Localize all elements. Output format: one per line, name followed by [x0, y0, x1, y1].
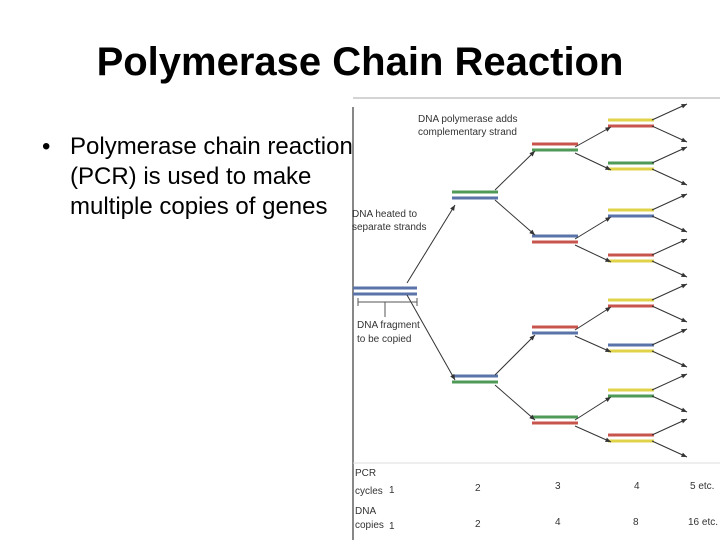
arrow-head-icon	[681, 104, 687, 109]
cycle-arrow	[651, 418, 688, 436]
cycle-number: 1	[389, 485, 395, 496]
cycle-number: 3	[555, 481, 561, 492]
cycle-arrow	[651, 215, 688, 233]
copy-count: 8	[633, 517, 639, 528]
cycle-arrow	[574, 335, 612, 353]
polymerase-label-line1: DNA polymerase adds	[418, 114, 518, 125]
cycle-arrow	[494, 384, 536, 421]
pcr-cycles-label-line1: PCR	[355, 468, 376, 479]
arrow-head-icon	[605, 437, 611, 442]
cycle-arrow	[494, 199, 536, 236]
fragment-label-line2: to be copied	[357, 334, 412, 345]
cycle-arrow	[651, 193, 688, 211]
cycle-arrow	[574, 425, 612, 443]
cycle-arrow	[406, 204, 456, 284]
arrow-head-icon	[450, 374, 455, 380]
cycle-arrow	[494, 150, 536, 191]
cycle-arrow	[406, 294, 456, 381]
arrow-head-icon	[681, 419, 687, 424]
cycle-arrow	[574, 152, 612, 171]
pcr-diagram-svg: DNA polymerase adds complementary strand…	[352, 97, 720, 540]
cycle-arrow	[651, 125, 688, 143]
bullet-list: • Polymerase chain reaction (PCR) is use…	[40, 132, 355, 222]
cycle-number: 2	[475, 483, 481, 494]
arrow-head-icon	[681, 407, 687, 412]
bullet-item: • Polymerase chain reaction (PCR) is use…	[40, 132, 355, 222]
cycle-number: 5 etc.	[690, 481, 714, 492]
pcr-diagram: DNA polymerase adds complementary strand…	[345, 95, 720, 540]
cycle-arrow	[651, 238, 688, 256]
arrow-head-icon	[681, 452, 687, 457]
cycle-arrow	[651, 373, 688, 391]
arrow-head-icon	[529, 229, 535, 235]
cycle-number: 4	[634, 481, 640, 492]
cycle-arrows	[406, 103, 688, 458]
cycle-arrow	[651, 168, 688, 186]
dna-copies-label-line1: DNA	[355, 506, 376, 517]
arrow-head-icon	[681, 284, 687, 289]
copy-count: 16 etc.	[688, 517, 718, 528]
cycle-arrow	[651, 103, 688, 121]
pcr-cycles-label-line2: cycles	[355, 486, 383, 497]
arrow-head-icon	[605, 165, 611, 170]
heated-label-line2: separate strands	[352, 222, 427, 233]
arrow-head-icon	[681, 227, 687, 232]
arrow-head-icon	[605, 347, 611, 352]
arrow-head-icon	[529, 335, 535, 341]
cycle-arrow	[651, 260, 688, 278]
copy-count: 1	[389, 521, 395, 532]
arrow-head-icon	[605, 307, 611, 312]
arrow-head-icon	[450, 205, 455, 211]
cycle-arrow	[574, 244, 612, 263]
slide-title: Polymerase Chain Reaction	[96, 40, 624, 84]
arrow-head-icon	[681, 180, 687, 185]
bullet-dot-icon: •	[42, 133, 51, 160]
dna-strands	[353, 118, 654, 443]
arrow-head-icon	[681, 194, 687, 199]
cycle-arrow	[574, 396, 612, 421]
cycle-arrow	[651, 328, 688, 346]
polymerase-label-line2: complementary strand	[418, 127, 517, 138]
arrow-head-icon	[529, 151, 535, 157]
cycle-arrow	[651, 395, 688, 413]
cycle-arrow	[574, 216, 612, 240]
copy-count: 4	[555, 517, 561, 528]
arrow-head-icon	[681, 272, 687, 277]
cycle-arrow	[651, 146, 688, 164]
heated-label-line1: DNA heated to	[352, 209, 417, 220]
arrow-head-icon	[605, 217, 611, 222]
arrow-head-icon	[681, 147, 687, 152]
cycle-arrow	[651, 440, 688, 458]
cycle-arrow	[651, 283, 688, 301]
arrow-head-icon	[681, 239, 687, 244]
cycle-arrow	[574, 306, 612, 331]
arrow-head-icon	[605, 127, 611, 132]
arrow-head-icon	[681, 329, 687, 334]
arrow-head-icon	[529, 414, 535, 420]
cycle-arrow	[651, 305, 688, 323]
fragment-label-line1: DNA fragment	[357, 320, 420, 331]
bullet-text: Polymerase chain reaction (PCR) is used …	[70, 133, 353, 220]
dna-copies-label-line2: copies	[355, 520, 384, 531]
arrow-head-icon	[681, 317, 687, 322]
arrow-head-icon	[681, 362, 687, 367]
cycle-arrow	[651, 350, 688, 368]
cycle-arrow	[574, 126, 612, 148]
arrow-head-icon	[681, 374, 687, 379]
copy-count: 2	[475, 519, 481, 530]
arrow-head-icon	[605, 397, 611, 402]
arrow-head-icon	[605, 257, 611, 262]
arrow-head-icon	[681, 137, 687, 142]
cycle-arrow	[494, 334, 536, 376]
